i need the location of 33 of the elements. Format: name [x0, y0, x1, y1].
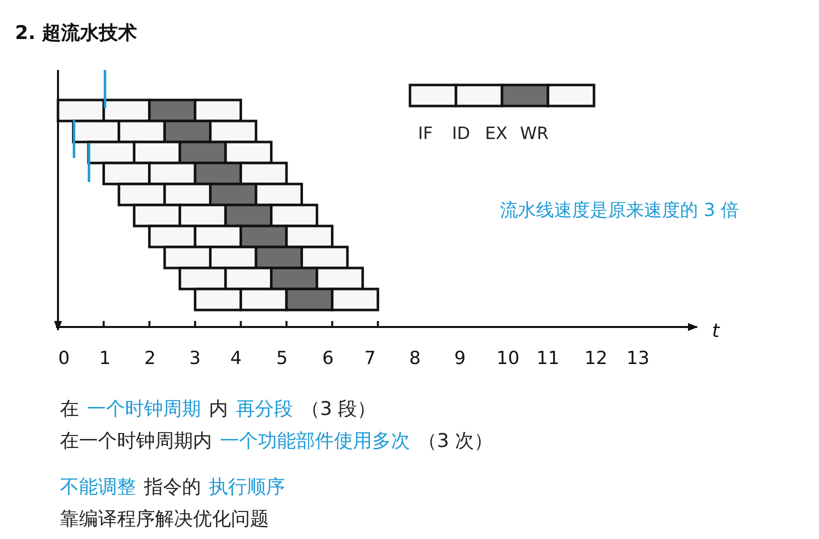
stage-label: IF	[418, 124, 433, 144]
tick-label: 0	[58, 348, 70, 369]
tick-label: 13	[626, 348, 650, 369]
stage-label: ID	[452, 124, 470, 144]
title: 2. 超流水技术	[15, 21, 138, 46]
stage-label: WR	[520, 124, 549, 144]
tick-label: 11	[536, 348, 560, 369]
tick-label: 8	[409, 348, 421, 369]
tick-label: 9	[454, 348, 466, 369]
speed-note: 流水线速度是原来速度的 3 倍	[500, 199, 739, 222]
note-text: 靠编译程序解决优化问题	[60, 508, 269, 530]
note-text: 指令的	[144, 476, 201, 498]
note-text: 执行顺序	[209, 476, 285, 498]
tick-label: 2	[144, 348, 156, 369]
note-text: 不能调整	[60, 476, 136, 498]
tick-label: 3	[189, 348, 201, 369]
tick-label: 7	[364, 348, 376, 369]
note-text: 在一个时钟周期内	[60, 430, 212, 452]
note-text: 再分段	[236, 398, 293, 420]
axis-label: t	[712, 320, 720, 342]
tick-label: 5	[276, 348, 288, 369]
note-text: （3 段）	[301, 398, 376, 420]
tick-label: 6	[322, 348, 334, 369]
tick-label: 10	[496, 348, 520, 369]
note-text: 一个功能部件使用多次	[220, 430, 410, 452]
tick-label: 12	[584, 348, 608, 369]
note-text: 在	[60, 398, 79, 420]
note-text: 一个时钟周期	[87, 398, 201, 420]
note-text: （3 次）	[418, 430, 494, 452]
stage-label: EX	[485, 124, 508, 144]
note-text: 内	[209, 398, 228, 420]
tick-label: 4	[230, 348, 242, 369]
tick-label: 1	[99, 348, 111, 369]
